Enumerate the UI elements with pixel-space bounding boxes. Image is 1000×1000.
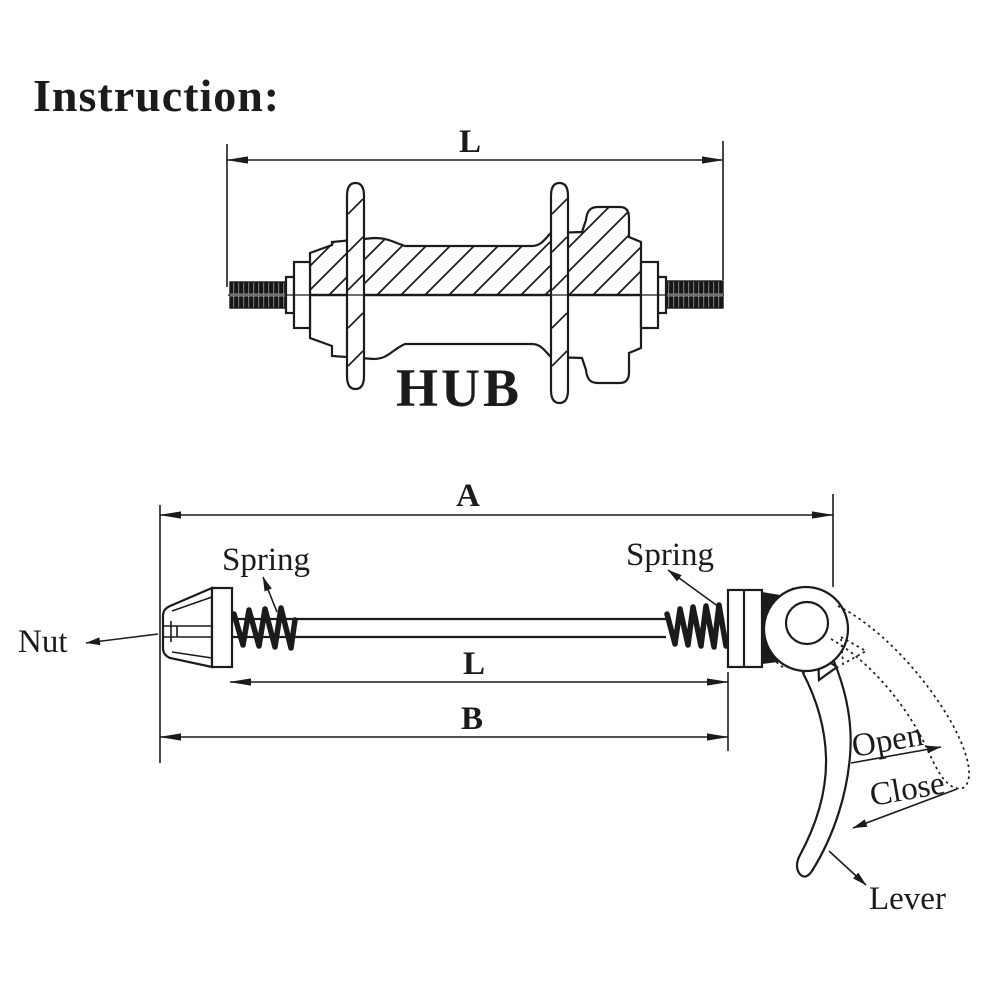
label-spring-right: Spring	[626, 537, 714, 573]
leader-spring-right	[667, 569, 720, 608]
hub-dimension-label-l: L	[459, 124, 481, 160]
label-lever: Lever	[869, 881, 946, 917]
nut-cap	[210, 586, 234, 669]
hub-diagram: L	[226, 124, 724, 418]
lever-open-dotted	[763, 587, 970, 790]
skewer-diagram: A L B	[18, 478, 970, 917]
hub-flange-left	[345, 181, 366, 391]
page-title: Instruction:	[33, 70, 280, 121]
dimension-label-l: L	[463, 646, 485, 682]
label-close: Close	[867, 765, 947, 814]
hub-label: HUB	[396, 358, 522, 418]
label-spring-left: Spring	[222, 542, 310, 578]
spring-right-coil	[664, 602, 729, 650]
leader-lever	[828, 850, 867, 886]
arrow-open	[850, 745, 942, 764]
label-nut: Nut	[18, 624, 68, 660]
cam-hole	[784, 600, 830, 646]
arrow-close	[852, 788, 958, 829]
lever-handle	[795, 657, 852, 878]
skewer-rod	[232, 617, 666, 639]
label-open: Open	[849, 717, 926, 765]
leader-nut	[85, 633, 159, 646]
dimension-label-b: B	[461, 701, 483, 737]
nut-body	[161, 586, 234, 669]
leader-spring-left	[262, 576, 278, 613]
hub-flange-right	[549, 181, 570, 405]
dimension-label-a: A	[456, 478, 480, 514]
spring-left-coil	[231, 605, 298, 651]
